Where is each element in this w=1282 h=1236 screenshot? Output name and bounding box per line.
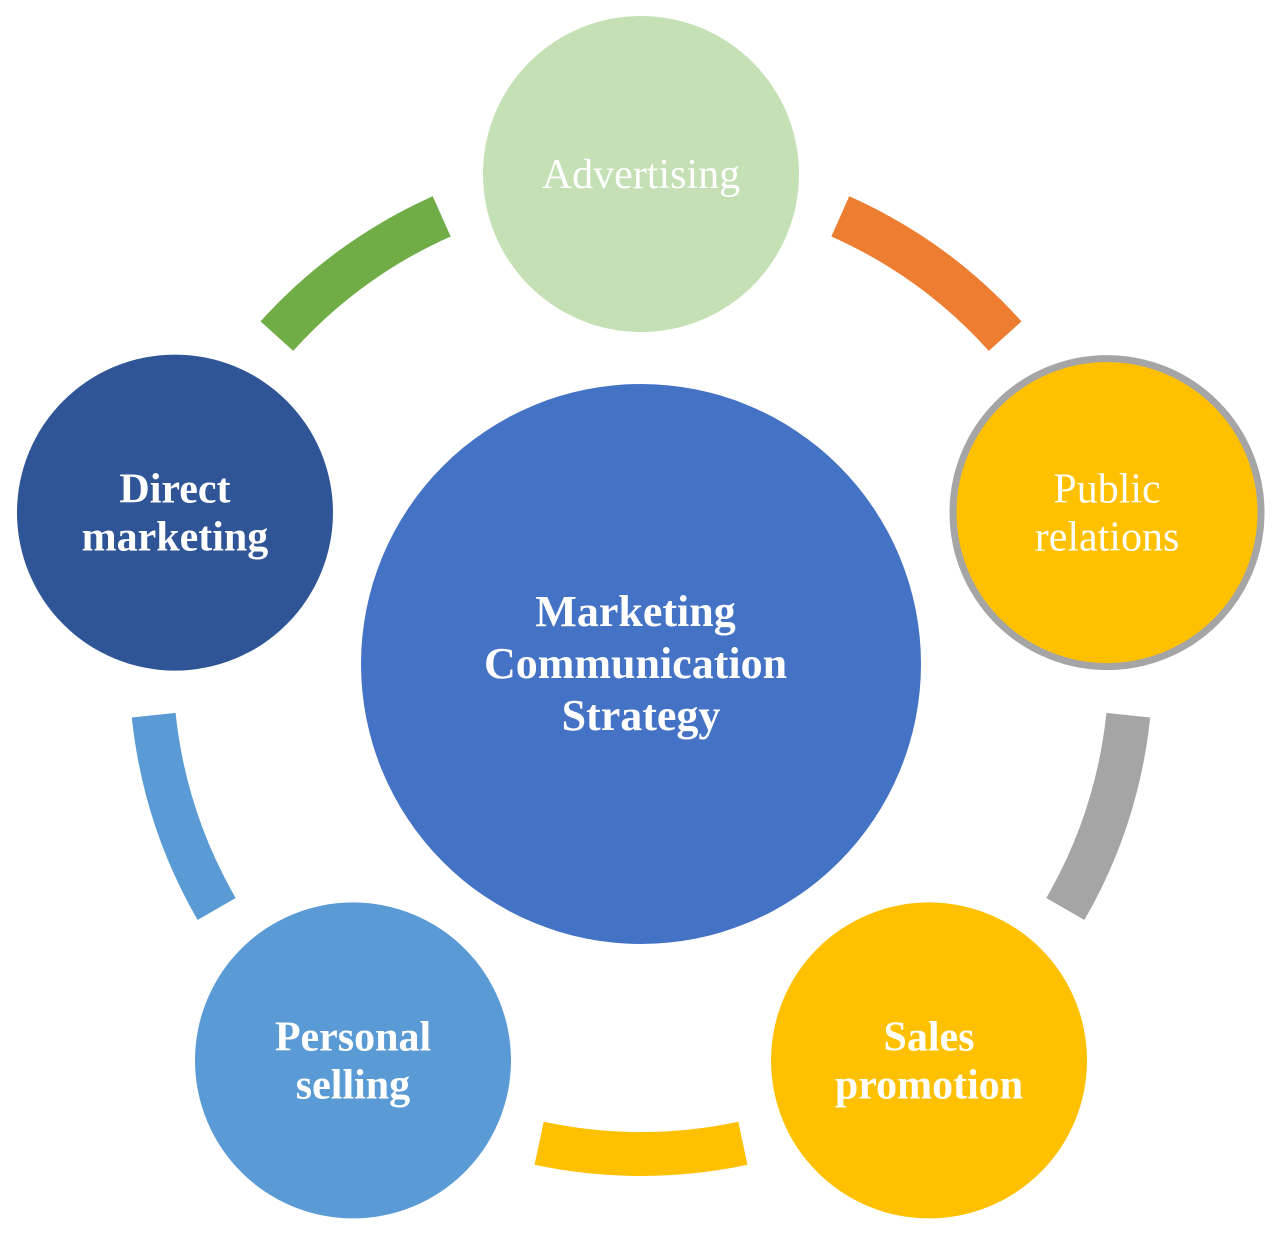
connector-arc-advertising-to-public-relations	[831, 196, 1022, 351]
center-label-line: Communication	[484, 639, 787, 688]
node-label-line: selling	[296, 1062, 410, 1108]
node-circle-direct-marketing	[16, 354, 333, 671]
connector-arcs	[131, 196, 1151, 1176]
node-label-line: Advertising	[542, 152, 740, 198]
connector-arc-public-relations-to-sales-promotion	[1046, 712, 1151, 920]
node-label-line: Personal	[275, 1014, 431, 1060]
node-circle-public-relations	[949, 355, 1265, 671]
node-label-line: Direct	[119, 467, 230, 513]
node-circle-sales-promotion	[771, 902, 1088, 1219]
node-advertising: Advertising	[476, 9, 806, 339]
connector-arc-personal-selling-to-direct-marketing	[131, 712, 236, 920]
node-label-line: marketing	[82, 515, 269, 561]
node-circle-advertising	[483, 16, 799, 332]
connector-arc-direct-marketing-to-advertising	[260, 196, 451, 351]
node-circle-personal-selling	[194, 902, 511, 1219]
center-circle: Marketing Communication Strategy	[361, 384, 921, 944]
node-label-line: relations	[1035, 515, 1180, 561]
node-label-line: promotion	[835, 1062, 1023, 1108]
center-label-line: Marketing	[535, 587, 735, 636]
center-label: Marketing Communication Strategy	[484, 587, 798, 740]
node-label-line: Public	[1053, 467, 1160, 513]
node-label-line: Sales	[884, 1014, 975, 1060]
connector-arc-sales-promotion-to-personal-selling	[534, 1121, 748, 1176]
center-label-line: Strategy	[562, 691, 721, 740]
node-label-advertising: Advertising	[542, 152, 740, 198]
center-circle-shape	[361, 384, 921, 944]
